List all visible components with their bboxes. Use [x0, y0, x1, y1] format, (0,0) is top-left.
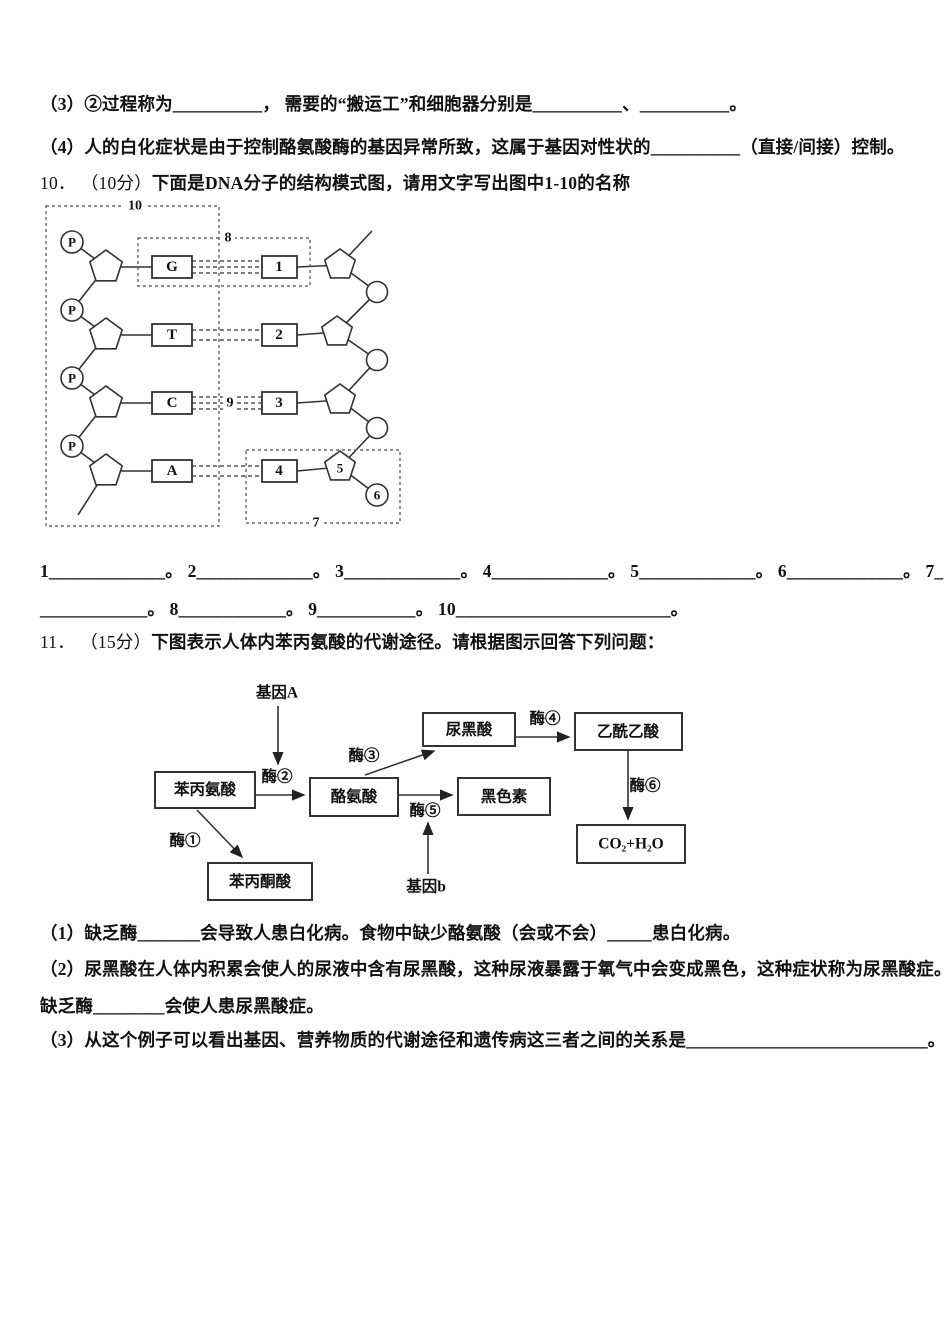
arrow-phenylalanine-to-phenylpyruvic [196, 809, 244, 859]
question-10-header: 10． （10分）下面是DNA分子的结构模式图，请用文字写出图中1-10的名称 [40, 172, 630, 194]
tyrosine-label: 酪氨酸 [331, 787, 378, 806]
phosphate-circle [60, 366, 84, 390]
phosphate-circle [60, 434, 84, 458]
phenylpyruvic-acid-box [207, 862, 313, 901]
base-box-2 [261, 323, 298, 347]
enzyme-4-label: 酶④ [529, 709, 561, 728]
base-box-T [151, 323, 193, 347]
deoxyribose-pentagon-5 [323, 450, 357, 481]
question-9-3: （3）②过程称为__________， 需要的“搬运工”和细胞器分别是_____… [40, 94, 748, 114]
deoxyribose-pentagon [88, 385, 124, 418]
phosphate-label: P [68, 371, 76, 386]
question-9-4: （4）人的白化症状是由于控制酪氨酸酶的基因异常所致，这属于基因对性状的_____… [40, 137, 905, 157]
base-label-2: 2 [275, 327, 283, 343]
phenylalanine-label: 苯丙氨酸 [173, 780, 237, 799]
co2-h2o-box [576, 824, 686, 864]
question-11-2: （2）尿黑酸在人体内积累会使人的尿液中含有尿黑酸，这种尿液暴露于氧气中会变成黑色… [40, 959, 950, 979]
question-11-number: 11． [40, 632, 75, 652]
phosphate-label: P [68, 235, 76, 250]
tyrosine-box [309, 777, 399, 817]
q10-answer-blanks-row2: ____________。 8____________。 9__________… [40, 599, 689, 619]
phosphate-circle [365, 416, 389, 440]
pentagon-label-5: 5 [337, 461, 344, 476]
dna-sugar-phosphate-shapes [60, 230, 389, 507]
phenylalanine-box [154, 771, 256, 809]
base-label-A: A [167, 463, 178, 479]
question-11-title: 下图表示人体内苯丙氨酸的代谢途径。请根据图示回答下列问题： [151, 632, 665, 652]
strand-region-box-10 [45, 205, 220, 527]
phosphate-circle-6 [365, 483, 389, 507]
enzyme-2-label: 酶② [261, 767, 293, 786]
melanin-label: 黑色素 [481, 787, 528, 806]
question-11-header: 11． （15分）下图表示人体内苯丙氨酸的代谢途径。请根据图示回答下列问题： [40, 631, 665, 653]
enzyme-6-label: 酶⑥ [629, 776, 661, 795]
base-label-3: 3 [275, 395, 283, 411]
question-11-2-continued: 缺乏酶________会使人患尿黑酸症。 [40, 996, 324, 1016]
question-10-number: 10． [40, 173, 76, 193]
dna-labels: P P P P G T C A 1 2 3 4 5 6 9 8 10 7 [68, 199, 381, 531]
base-label-T: T [167, 327, 177, 343]
phosphate-label: P [68, 439, 76, 454]
deoxyribose-pentagon [88, 249, 124, 282]
question-11-points: （15分） [88, 632, 152, 652]
q10-answer-blanks-row1: 1_____________。 2_____________。 3_______… [40, 561, 944, 581]
co2-h2o-label: CO₂+H₂O [598, 836, 664, 853]
base-box-C [151, 391, 193, 415]
dna-structure-diagram: P P P P G T C A 1 2 3 4 5 6 9 8 10 7 [45, 199, 401, 531]
phosphate-circle [60, 230, 84, 254]
arrow-tyrosine-to-homogentisic [364, 749, 436, 776]
phosphate-circle [60, 298, 84, 322]
enzyme-3-label: 酶③ [348, 746, 380, 765]
base-label-4: 4 [275, 463, 283, 479]
hydrogen-bond-lines [192, 260, 262, 477]
enzyme-5-label: 酶⑤ [409, 801, 441, 820]
deoxyribose-pentagon [323, 383, 357, 414]
acetoacetic-acid-box [574, 712, 683, 751]
gene-a-label: 基因A [255, 683, 299, 702]
base-label-G: G [166, 259, 178, 275]
homogentisic-acid-label: 尿黑酸 [446, 720, 493, 739]
question-10-title: 下面是DNA分子的结构模式图，请用文字写出图中1-10的名称 [151, 173, 631, 193]
hydrogen-bond-label-9: 9 [227, 396, 234, 411]
question-10-points: （10分） [89, 173, 152, 193]
base-box-A [151, 459, 193, 483]
base-box-3 [261, 391, 298, 415]
circle-label-6: 6 [374, 488, 381, 503]
deoxyribose-pentagon [88, 453, 124, 486]
gene-b-label: 基因b [405, 877, 446, 896]
strand-box-label-10: 10 [128, 199, 142, 214]
base-box-1 [261, 255, 298, 279]
metabolic-pathway-diagram: 苯丙氨酸 酪氨酸 尿黑酸 乙酰乙酸 黑色素 CO₂+H₂O 苯丙酮酸 基因A 基… [154, 683, 686, 901]
deoxyribose-pentagon [323, 248, 357, 279]
deoxyribose-pentagon [88, 317, 124, 350]
homogentisic-acid-box [422, 712, 516, 747]
phosphate-label: P [68, 303, 76, 318]
pathway-boxes [154, 712, 686, 901]
label-background-patches [122, 200, 323, 530]
nucleotide-box-label-7: 7 [313, 516, 320, 531]
deoxyribose-pentagon [320, 315, 354, 346]
base-label-C: C [167, 395, 178, 411]
phenylpyruvic-acid-label: 苯丙酮酸 [228, 872, 292, 891]
melanin-box [457, 777, 551, 816]
acetoacetic-acid-label: 乙酰乙酸 [597, 722, 660, 741]
dna-base-boxes [151, 255, 298, 483]
phosphate-circle [365, 348, 389, 372]
question-11-1: （1）缺乏酶_______会导致人患白化病。食物中缺少酪氨酸（会或不会）____… [40, 923, 741, 943]
enzyme-1-label: 酶① [169, 831, 201, 850]
phosphate-circle [365, 280, 389, 304]
base-box-G [151, 255, 193, 279]
base-box-4 [261, 459, 298, 483]
pathway-labels: 苯丙氨酸 酪氨酸 尿黑酸 乙酰乙酸 黑色素 CO₂+H₂O 苯丙酮酸 基因A 基… [169, 683, 663, 896]
base-label-1: 1 [275, 259, 283, 275]
pathway-arrows [196, 706, 634, 874]
question-11-3: （3）从这个例子可以看出基因、营养物质的代谢途径和遗传病这三者之间的关系是___… [40, 1030, 946, 1050]
base-pair-box-label-8: 8 [225, 231, 232, 246]
